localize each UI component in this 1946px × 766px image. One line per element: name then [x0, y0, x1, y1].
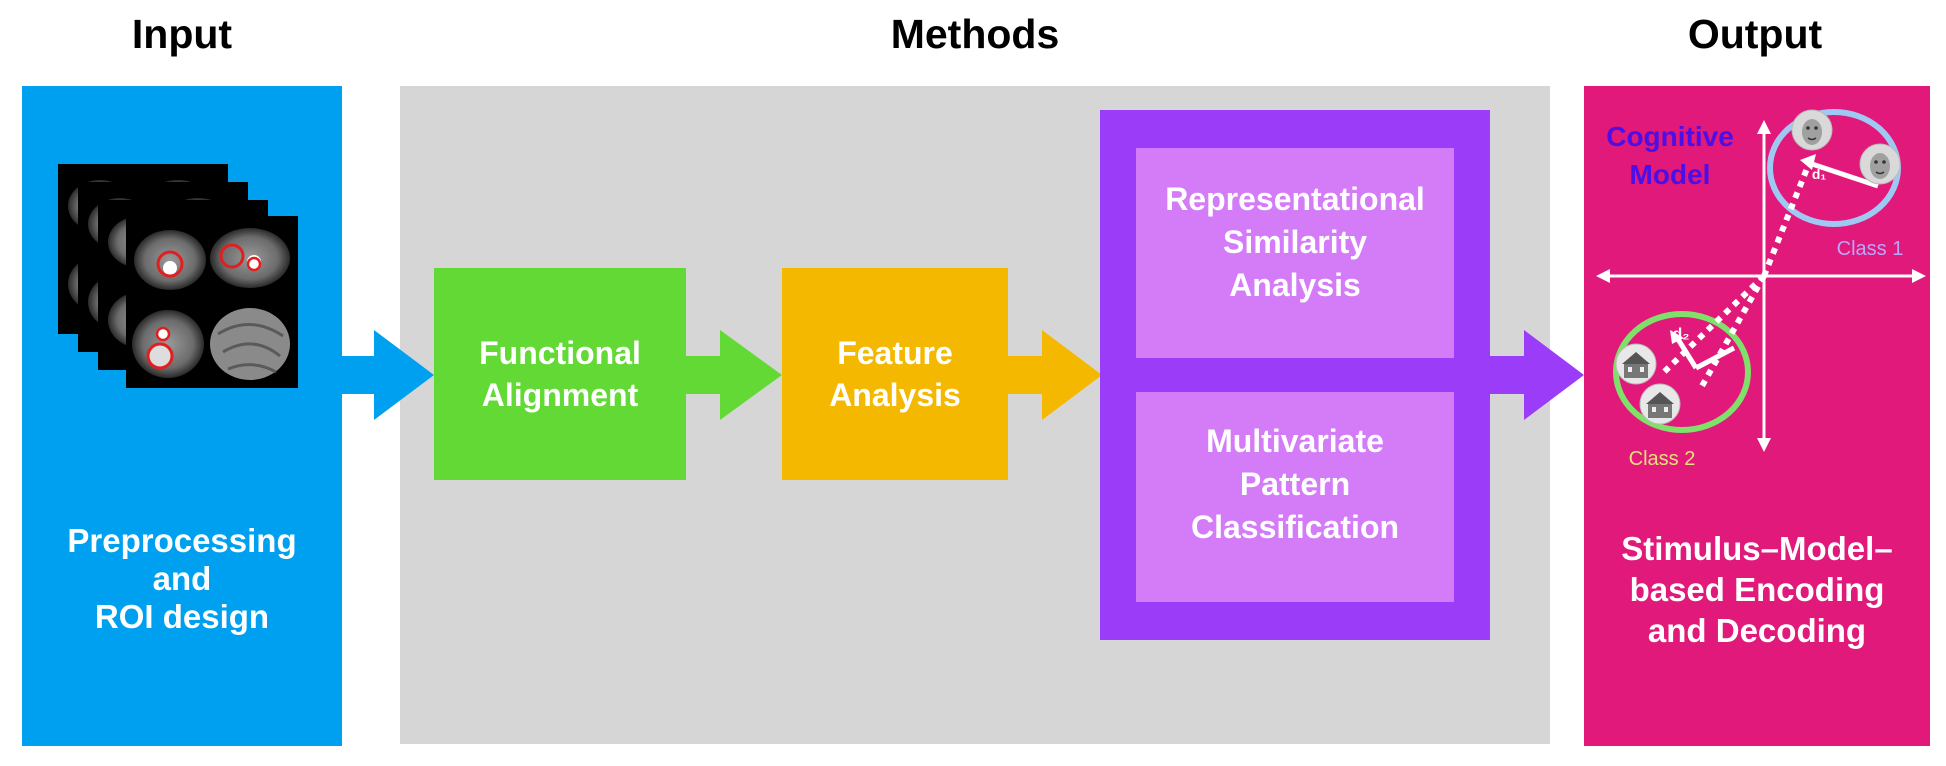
arrow-icon [686, 330, 782, 420]
house-icon [1639, 383, 1681, 425]
rsa-label: Representational Similarity Analysis [1165, 181, 1425, 303]
input-label: Preprocessing and ROI design [67, 522, 297, 635]
mvpa-label: Multivariate Pattern Classification [1190, 423, 1400, 545]
d1-label: d₁ [1811, 166, 1827, 182]
cognitive-model-diagram [1584, 86, 1930, 486]
functional-alignment-box [434, 268, 686, 480]
heading-methods: Methods [890, 11, 1060, 57]
heading-input: Input [131, 11, 233, 57]
brain-slices-icon [58, 164, 298, 389]
rsa-box [1136, 148, 1454, 358]
arrow-icon [1008, 330, 1102, 420]
d2-label: d₂ [1672, 326, 1690, 343]
heading-output: Output [1687, 11, 1823, 57]
feature-analysis-box [782, 268, 1008, 480]
house-icon [1615, 343, 1657, 385]
cognitive-model-label: Cognitive Model [1606, 121, 1734, 190]
mvpa-box [1136, 392, 1454, 602]
face-icon [1791, 109, 1833, 151]
arrow-icon [1490, 330, 1584, 420]
feature-analysis-label: Feature Analysis [829, 335, 961, 413]
face-icon [1859, 143, 1901, 185]
arrow-icon [342, 330, 434, 420]
class2-label: Class 2 [1628, 448, 1696, 470]
functional-alignment-label: Functional Alignment [479, 335, 641, 413]
class1-label: Class 1 [1836, 238, 1904, 260]
output-label: Stimulus–Model– based Encoding and Decod… [1621, 530, 1893, 649]
